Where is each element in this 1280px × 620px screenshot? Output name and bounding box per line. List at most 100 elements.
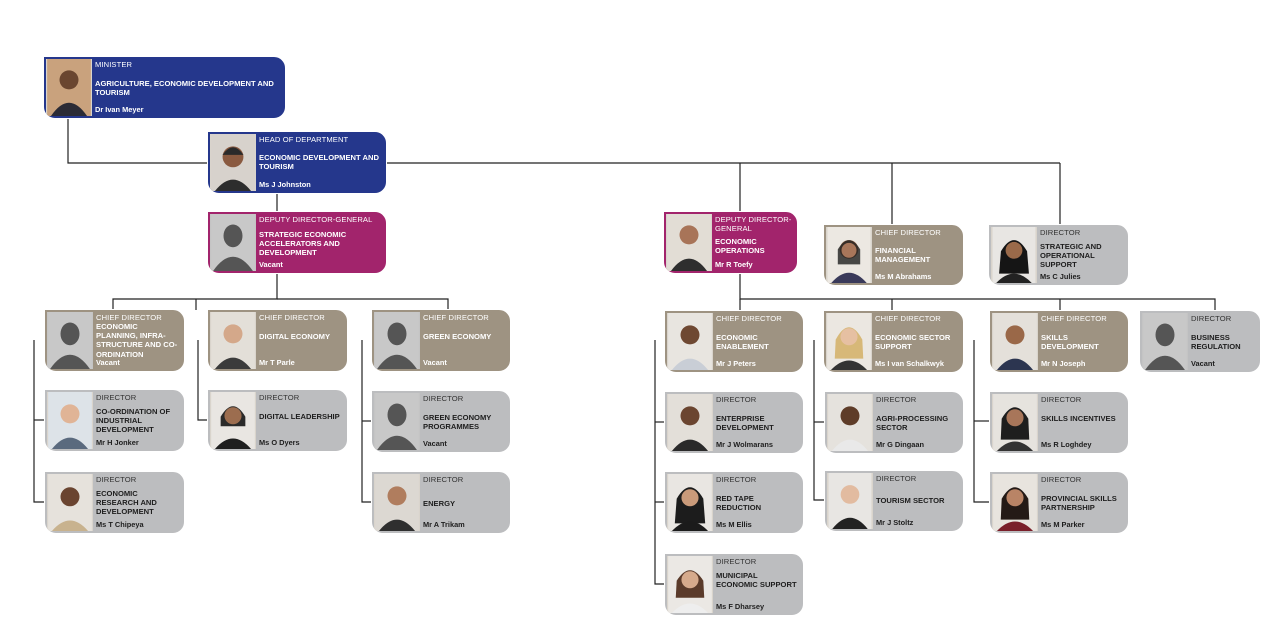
card-unit: SKILLS INCENTIVES bbox=[1041, 414, 1116, 423]
card-role: DEPUTY DIRECTOR-GENERAL bbox=[259, 215, 373, 224]
card-role: CHIEF DIRECTOR bbox=[1041, 314, 1107, 323]
card-person: Ms J Johnston bbox=[259, 180, 311, 189]
card-unit: ECONOMIC RESEARCH AND DEVELOPMENT bbox=[96, 489, 157, 517]
portrait-photo bbox=[47, 474, 93, 531]
silhouette-icon bbox=[374, 393, 420, 450]
card-role: DIRECTOR bbox=[876, 395, 917, 404]
card-person: Ms M Abrahams bbox=[875, 272, 932, 281]
card-person: Ms F Dharsey bbox=[716, 602, 765, 611]
silhouette-icon bbox=[210, 214, 256, 271]
portrait-photo bbox=[47, 392, 93, 449]
card-unit: FINANCIAL MANAGEMENT bbox=[875, 246, 931, 265]
card-role: DIRECTOR bbox=[96, 475, 137, 484]
card-unit: BUSINESS REGULATION bbox=[1191, 333, 1241, 352]
org-card-head-of-department: HEAD OF DEPARTMENT ECONOMIC DEVELOPMENT … bbox=[207, 131, 387, 194]
org-card-dir-green-programmes: DIRECTOR GREEN ECONOMY PROGRAMMES Vacant bbox=[371, 390, 511, 453]
card-unit: ECONOMIC SECTOR SUPPORT bbox=[875, 333, 951, 352]
portrait-photo bbox=[827, 473, 873, 529]
card-role: DIRECTOR bbox=[716, 557, 757, 566]
card-person: Vacant bbox=[259, 260, 283, 269]
org-card-cd-economic-enablement: CHIEF DIRECTOR ECONOMIC ENABLEMENT Mr J … bbox=[664, 310, 804, 373]
card-role: DEPUTY DIRECTOR-GENERAL bbox=[715, 215, 792, 233]
portrait-photo bbox=[210, 134, 256, 191]
org-card-dir-tourism-sector: DIRECTOR TOURISM SECTOR Mr J Stoltz bbox=[824, 470, 964, 532]
card-unit: AGRI-PROCESSING SECTOR bbox=[876, 414, 949, 433]
card-unit: RED TAPE REDUCTION bbox=[716, 494, 762, 513]
card-person: Mr G Dingaan bbox=[876, 440, 925, 449]
card-unit: ENERGY bbox=[423, 499, 456, 508]
portrait-photo bbox=[991, 227, 1037, 283]
card-person: Mr H Jonker bbox=[96, 438, 139, 447]
card-role: DIRECTOR bbox=[423, 475, 464, 484]
card-person: Vacant bbox=[423, 358, 447, 367]
card-role: CHIEF DIRECTOR bbox=[423, 313, 489, 322]
org-card-cd-digital-economy: CHIEF DIRECTOR DIGITAL ECONOMY Mr T Parl… bbox=[207, 309, 348, 372]
card-person: Ms O Dyers bbox=[259, 438, 300, 447]
card-unit: SKILLS DEVELOPMENT bbox=[1041, 333, 1099, 352]
org-card-dir-municipal-support: DIRECTOR MUNICIPAL ECONOMIC SUPPORT Ms F… bbox=[664, 553, 804, 616]
silhouette-icon bbox=[47, 312, 93, 369]
card-unit: CO-ORDINATION OF INDUSTRIAL DEVELOPMENT bbox=[96, 407, 171, 435]
org-card-cd-green-economy: CHIEF DIRECTOR GREEN ECONOMY Vacant bbox=[371, 309, 511, 372]
portrait-photo bbox=[667, 474, 713, 531]
card-person: Mr N Joseph bbox=[1041, 359, 1086, 368]
card-role: MINISTER bbox=[95, 60, 133, 69]
silhouette-icon bbox=[374, 312, 420, 369]
card-person: Mr T Parle bbox=[259, 358, 295, 367]
portrait-photo bbox=[826, 227, 872, 283]
card-unit: STRATEGIC AND OPERATIONAL SUPPORT bbox=[1040, 242, 1102, 270]
org-card-cd-sector-support: CHIEF DIRECTOR ECONOMIC SECTOR SUPPORT M… bbox=[823, 310, 964, 373]
org-card-dir-strategic-support: DIRECTOR STRATEGIC AND OPERATIONAL SUPPO… bbox=[988, 224, 1129, 286]
portrait-photo bbox=[992, 474, 1038, 531]
org-card-dir-energy: DIRECTOR ENERGY Mr A Trikam bbox=[371, 471, 511, 534]
card-unit: ECONOMIC DEVELOPMENT AND TOURISM bbox=[259, 153, 379, 172]
org-card-dir-red-tape-reduction: DIRECTOR RED TAPE REDUCTION Ms M Ellis bbox=[664, 471, 804, 534]
portrait-photo bbox=[667, 313, 713, 370]
org-card-minister: MINISTER AGRICULTURE, ECONOMIC DEVELOPME… bbox=[43, 56, 286, 119]
org-card-dir-digital-leadership: DIRECTOR DIGITAL LEADERSHIP Ms O Dyers bbox=[207, 389, 348, 452]
portrait-photo bbox=[992, 313, 1038, 370]
card-role: DIRECTOR bbox=[96, 393, 137, 402]
portrait-photo bbox=[210, 312, 256, 369]
card-person: Ms I van Schalkwyk bbox=[875, 359, 945, 368]
org-card-dir-industrial-coordination: DIRECTOR CO-ORDINATION OF INDUSTRIAL DEV… bbox=[44, 389, 185, 452]
card-role: CHIEF DIRECTOR bbox=[96, 313, 162, 322]
card-role: DIRECTOR bbox=[423, 394, 464, 403]
card-role: HEAD OF DEPARTMENT bbox=[259, 135, 349, 144]
org-card-dir-provincial-skills: DIRECTOR PROVINCIAL SKILLS PARTNERSHIP M… bbox=[989, 471, 1129, 534]
org-card-ddg-strategic-accelerators: DEPUTY DIRECTOR-GENERAL STRATEGIC ECONOM… bbox=[207, 211, 387, 274]
org-card-dir-economic-research: DIRECTOR ECONOMIC RESEARCH AND DEVELOPME… bbox=[44, 471, 185, 534]
card-person: Ms T Chipeya bbox=[96, 520, 144, 529]
card-person: Dr Ivan Meyer bbox=[95, 105, 144, 114]
card-role: CHIEF DIRECTOR bbox=[716, 314, 782, 323]
card-role: DIRECTOR bbox=[1041, 395, 1082, 404]
card-person: Vacant bbox=[423, 439, 447, 448]
portrait-photo bbox=[827, 394, 873, 451]
card-role: DIRECTOR bbox=[716, 475, 757, 484]
card-unit: AGRICULTURE, ECONOMIC DEVELOPMENT AND TO… bbox=[95, 79, 274, 98]
card-person: Ms M Parker bbox=[1041, 520, 1085, 529]
card-role: DIRECTOR bbox=[876, 474, 917, 483]
portrait-photo bbox=[374, 474, 420, 531]
portrait-photo bbox=[826, 313, 872, 370]
card-unit: DIGITAL LEADERSHIP bbox=[259, 412, 340, 421]
card-unit: GREEN ECONOMY PROGRAMMES bbox=[423, 413, 492, 432]
card-person: Mr R Toefy bbox=[715, 260, 753, 269]
portrait-photo bbox=[667, 394, 713, 451]
card-person: Mr J Wolmarans bbox=[716, 440, 773, 449]
card-person: Ms R Loghdey bbox=[1041, 440, 1092, 449]
org-card-dir-enterprise-development: DIRECTOR ENTERPRISE DEVELOPMENT Mr J Wol… bbox=[664, 391, 804, 454]
card-unit: ECONOMIC PLANNING, INFRA-STRUCTURE AND C… bbox=[96, 322, 178, 359]
card-unit: ENTERPRISE DEVELOPMENT bbox=[716, 414, 774, 433]
org-card-dir-agri-processing: DIRECTOR AGRI-PROCESSING SECTOR Mr G Din… bbox=[824, 391, 964, 454]
portrait-photo bbox=[666, 214, 712, 271]
card-role: DIRECTOR bbox=[259, 393, 300, 402]
portrait-photo bbox=[210, 392, 256, 449]
card-role: CHIEF DIRECTOR bbox=[259, 313, 325, 322]
portrait-photo bbox=[992, 394, 1038, 451]
card-unit: STRATEGIC ECONOMIC ACCELERATORS AND DEVE… bbox=[259, 230, 347, 258]
card-role: DIRECTOR bbox=[1041, 475, 1082, 484]
card-unit: ECONOMIC ENABLEMENT bbox=[716, 333, 769, 352]
card-unit: GREEN ECONOMY bbox=[423, 332, 492, 341]
